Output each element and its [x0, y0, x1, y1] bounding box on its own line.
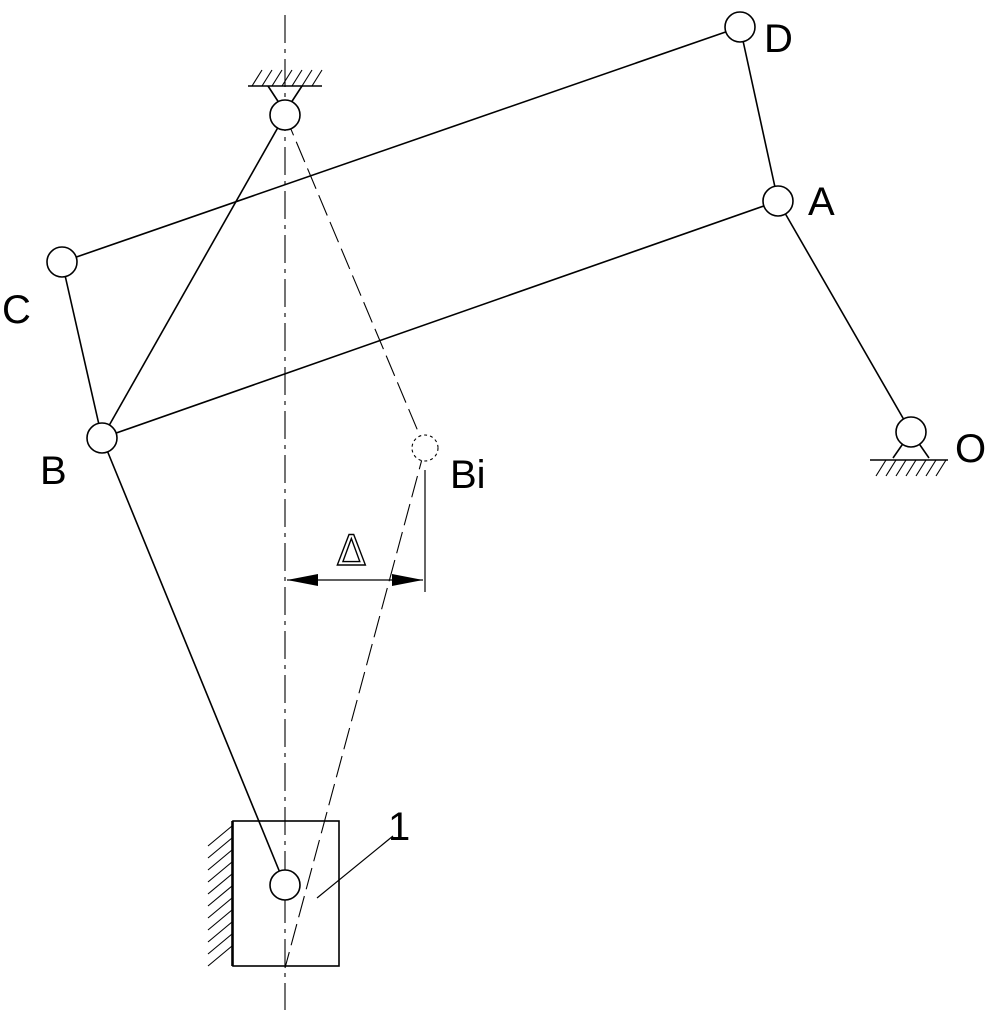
joint-Bi — [411, 434, 439, 462]
link-A-B — [101, 200, 779, 439]
ghost-link-Bi-slider — [284, 447, 426, 969]
link-top-B — [101, 114, 286, 439]
label-C: C — [2, 288, 31, 332]
joint-B — [86, 422, 118, 454]
label-Bi: Bi — [450, 453, 486, 497]
link-C-D — [61, 26, 741, 263]
joint-A — [762, 185, 794, 217]
slider-guide-wall — [207, 821, 233, 967]
link-A-O — [777, 200, 912, 433]
joint-O — [895, 416, 927, 448]
label-D: D — [764, 17, 793, 61]
link-D-A — [739, 26, 779, 202]
joint-C — [46, 246, 78, 278]
joint-D — [724, 11, 756, 43]
ghost-link-top-Bi — [284, 114, 426, 449]
dimension-delta — [287, 470, 426, 592]
label-O: O — [955, 427, 986, 471]
label-B: B — [40, 449, 67, 493]
O-fixed-support — [870, 430, 948, 477]
slider-block — [232, 820, 340, 967]
joint-slider — [269, 869, 301, 901]
link-B-slider — [101, 437, 286, 886]
label-part-1: 1 — [388, 805, 410, 849]
joint-top-pivot — [269, 99, 301, 131]
label-A: A — [808, 180, 835, 224]
label-delta: Δ — [337, 526, 366, 575]
part-1-leader — [316, 835, 394, 899]
link-C-B — [61, 261, 103, 439]
